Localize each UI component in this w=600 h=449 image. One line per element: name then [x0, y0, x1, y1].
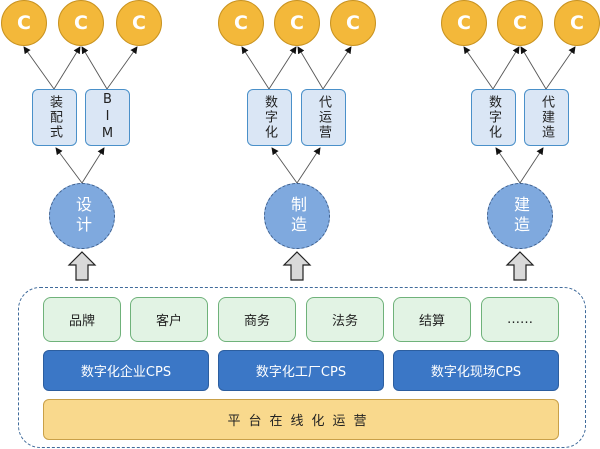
capability-label: BIM: [100, 92, 115, 143]
cps-label: 数字化工厂CPS: [255, 365, 347, 380]
c-node-label: C: [346, 12, 360, 34]
module-brand: 品牌: [43, 297, 121, 342]
capability-box-digital: 数字化: [471, 89, 516, 146]
hub-label: 建造: [511, 196, 530, 236]
c-node: C: [218, 0, 264, 46]
arrow-line: [268, 46, 297, 90]
c-node: C: [116, 0, 162, 46]
c-node-label: C: [132, 12, 146, 34]
module-more: ……: [481, 297, 559, 342]
platform-base: 平台在线化运营: [43, 399, 559, 440]
cps-enterprise: 数字化企业CPS: [43, 350, 209, 391]
capability-label: 装配式: [47, 95, 62, 140]
arrow-line: [545, 46, 576, 90]
capability-box-digital: 数字化: [247, 89, 292, 146]
up-arrow-icon: [67, 251, 97, 281]
platform-container: [18, 287, 586, 448]
module-label: 客户: [155, 314, 182, 329]
capability-box-operation: 代运营: [301, 89, 346, 146]
arrow-line: [81, 46, 108, 90]
cps-label: 数字化现场CPS: [430, 365, 522, 380]
arrow-line: [53, 46, 81, 90]
capability-box-prefab: 装配式: [32, 89, 77, 146]
module-label: 品牌: [68, 314, 95, 329]
up-arrow-icon: [505, 251, 535, 281]
capability-label: 代建造: [539, 95, 554, 140]
platform-base-label: 平台在线化运营: [227, 414, 375, 429]
capability-box-construction: 代建造: [524, 89, 569, 146]
module-label: ……: [507, 312, 533, 327]
c-node: C: [1, 0, 47, 46]
up-arrow-icon: [282, 251, 312, 281]
c-node: C: [274, 0, 320, 46]
hub-manufacture: 制造: [264, 183, 330, 249]
capability-box-bim: BIM: [85, 89, 130, 146]
arrow-line: [106, 46, 138, 90]
arrow-line: [495, 147, 521, 184]
module-business: 商务: [218, 297, 296, 342]
c-node-label: C: [513, 12, 527, 34]
hub-design: 设计: [49, 183, 115, 249]
c-node-label: C: [290, 12, 304, 34]
module-label: 法务: [331, 314, 358, 329]
module-label: 商务: [243, 314, 270, 329]
module-legal: 法务: [306, 297, 384, 342]
arrow-line: [519, 147, 544, 184]
module-customer: 客户: [130, 297, 208, 342]
arrow-line: [81, 147, 105, 184]
arrow-line: [322, 46, 352, 90]
cps-site: 数字化现场CPS: [393, 350, 559, 391]
arrow-line: [297, 46, 324, 90]
arrow-line: [241, 46, 270, 90]
module-settlement: 结算: [393, 297, 471, 342]
hub-construct: 建造: [487, 183, 553, 249]
c-node: C: [554, 0, 600, 46]
arrow-line: [296, 147, 321, 184]
c-node-label: C: [570, 12, 584, 34]
capability-label: 代运营: [316, 95, 331, 140]
c-node-label: C: [17, 12, 31, 34]
arrow-line: [520, 46, 547, 90]
arrow-line: [23, 46, 55, 90]
cps-label: 数字化企业CPS: [80, 365, 172, 380]
arrow-line: [55, 147, 83, 184]
arrow-line: [271, 147, 298, 184]
c-node-label: C: [74, 12, 88, 34]
c-node-label: C: [457, 12, 471, 34]
hub-label: 制造: [288, 196, 307, 236]
c-node: C: [58, 0, 104, 46]
c-node: C: [330, 0, 376, 46]
capability-label: 数字化: [262, 95, 277, 140]
arrow-line: [492, 46, 520, 90]
c-node-label: C: [234, 12, 248, 34]
c-node: C: [441, 0, 487, 46]
c-node: C: [497, 0, 543, 46]
module-label: 结算: [418, 314, 445, 329]
hub-label: 设计: [73, 196, 92, 236]
arrow-line: [463, 46, 494, 90]
cps-factory: 数字化工厂CPS: [218, 350, 384, 391]
capability-label: 数字化: [486, 95, 501, 140]
